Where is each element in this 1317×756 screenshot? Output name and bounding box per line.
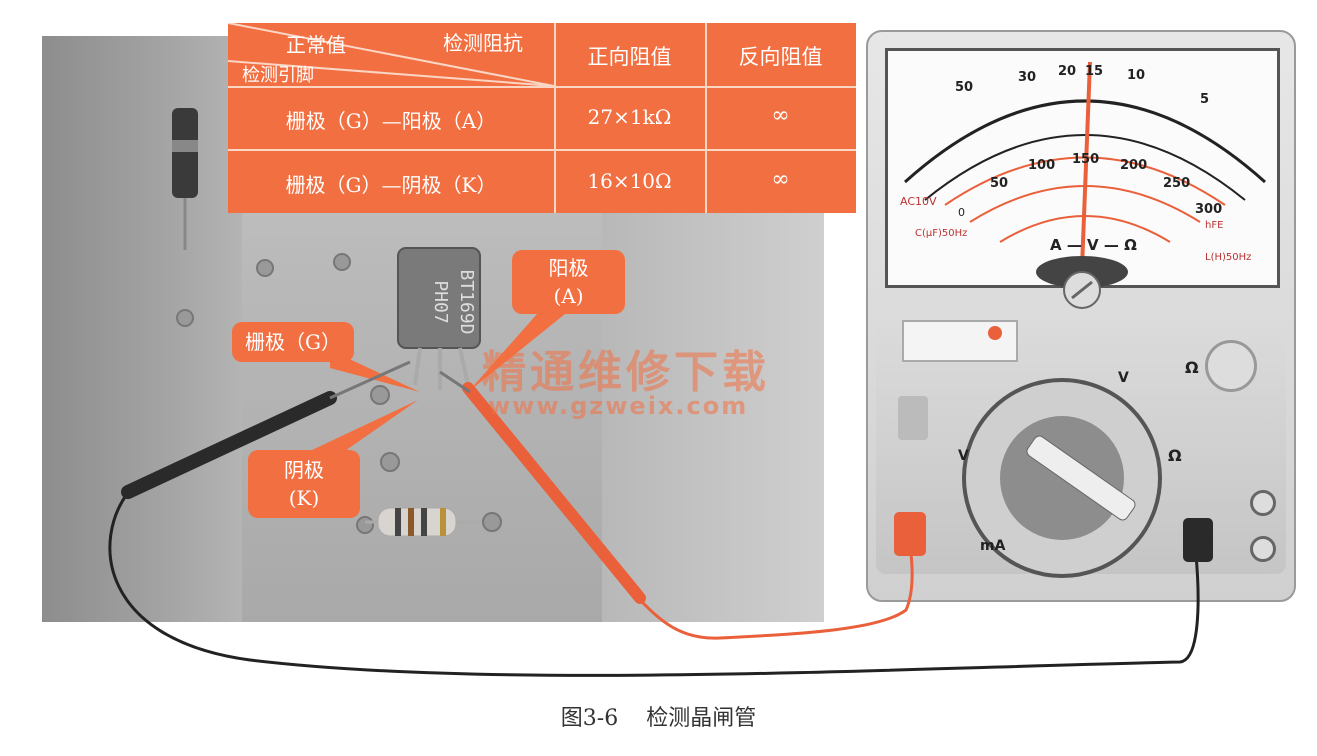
meter-v-label-100: 100 <box>1028 158 1056 173</box>
meter-v-label-150: 150 <box>1072 152 1100 167</box>
meter-needle <box>1080 61 1092 269</box>
red-probe-tip <box>439 370 471 394</box>
board-pins <box>176 253 502 534</box>
table-row-2-forward: 16×10Ω <box>587 169 672 193</box>
com-jack[interactable] <box>1250 490 1276 516</box>
meter-top-label-50: 50 <box>955 80 974 95</box>
gate-pointer <box>330 350 420 392</box>
red-probe-body <box>462 382 646 604</box>
ohm-adjust-label: Ω <box>1185 358 1199 377</box>
callout-gate: 栅极（G） <box>232 322 354 362</box>
meter-v-label-250: 250 <box>1163 176 1191 191</box>
meter-l-label: L(H)50Hz <box>1205 252 1252 263</box>
table-header-detect-pins: 检测引脚 <box>242 65 314 86</box>
table-header-detect-impedance: 检测阻抗 <box>443 31 523 55</box>
anode-pointer <box>468 305 570 392</box>
meter-v-label-0: 0 <box>958 206 965 219</box>
meter-top-label-15: 15 <box>1085 64 1104 79</box>
table-header-reverse: 反向阻值 <box>738 45 823 69</box>
table-row-2-reverse: ∞ <box>771 167 790 192</box>
range-ma: mA <box>980 538 1006 554</box>
watermark-chinese: 精通维修下载 <box>482 347 770 398</box>
meter-v-label-50: 50 <box>990 176 1009 191</box>
red-probe-plug <box>894 512 926 556</box>
table-row-2-pins: 栅极（G）—阴极（K） <box>285 173 497 197</box>
callout-cathode: 阴极 (K) <box>248 450 360 518</box>
watermark-url: www.gzweix.com <box>488 392 749 420</box>
range-v-left: V <box>958 448 969 464</box>
meter-top-label-10: 10 <box>1127 68 1146 83</box>
cathode-pointer <box>312 400 418 460</box>
table-header-normal-value: 正常值 <box>286 33 346 57</box>
meter-v-label-200: 200 <box>1120 158 1148 173</box>
callout-anode: 阳极 (A) <box>512 250 625 314</box>
ohm-adjust-knob[interactable] <box>1205 340 1257 392</box>
range-v-top: V <box>1118 370 1129 386</box>
meter-mode-label: A — V — Ω <box>1050 236 1137 254</box>
black-probe-body <box>121 391 337 499</box>
resistor-component <box>365 507 480 537</box>
range-ohm: Ω <box>1168 446 1182 465</box>
table-header-forward: 正向阻值 <box>587 45 672 69</box>
photo-shadow-panel <box>42 36 242 622</box>
meter-keypad <box>898 396 928 440</box>
table-row-1-pins: 栅极（G）—阳极（A） <box>285 109 497 133</box>
meter-v-label-300: 300 <box>1195 202 1223 217</box>
resistance-table: 检测阻抗 正常值 检测引脚 正向阻值 反向阻值 栅极（G）—阳极（A） 27×1… <box>228 23 856 213</box>
table-row-1-forward: 27×1kΩ <box>587 105 672 129</box>
figure-caption: 图3-6 检测晶闸管 <box>560 706 757 731</box>
black-probe-lead <box>108 489 1200 677</box>
meter-top-label-5: 5 <box>1200 92 1210 107</box>
diode-body <box>172 108 198 198</box>
black-probe-tip <box>329 360 411 400</box>
meter-indicator-led <box>988 326 1002 340</box>
meter-ac-label: AC10V <box>900 195 937 208</box>
meter-c-label: C(μF)50Hz <box>915 228 968 239</box>
aux-jack[interactable] <box>1250 536 1276 562</box>
meter-hfe-label: hFE <box>1205 220 1224 231</box>
thyristor-component <box>397 247 481 390</box>
diode-band <box>172 140 198 152</box>
table-row-1-reverse: ∞ <box>771 103 790 128</box>
meter-top-label-20: 20 <box>1058 64 1077 79</box>
table-header-diagonals <box>228 23 554 86</box>
black-probe-plug <box>1183 518 1213 562</box>
meter-top-label-30: 30 <box>1018 70 1037 85</box>
red-probe-lead <box>638 544 914 640</box>
